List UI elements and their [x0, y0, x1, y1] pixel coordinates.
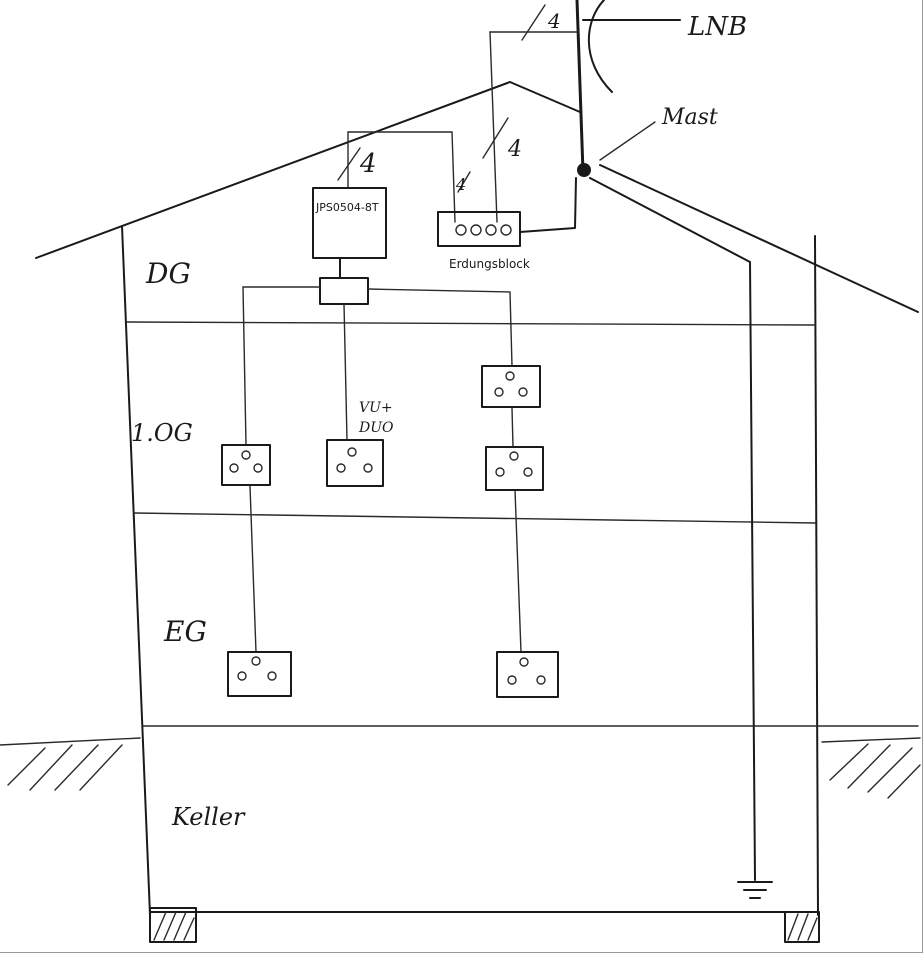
walls [121, 225, 819, 916]
ground-hatch-left [0, 737, 141, 791]
left-wall [121, 225, 151, 916]
floor-label-eg: EG [163, 615, 207, 648]
roof [35, 81, 919, 313]
roof-right-slope [599, 164, 919, 313]
socket-1og-receiver [326, 439, 384, 487]
mast-clamp [577, 163, 591, 177]
floor-line-1og [134, 512, 816, 524]
multiswitch-label: JPS0504-8T [315, 201, 379, 214]
line-to-right-socket [367, 288, 513, 367]
ground-wire-diagonal [589, 177, 751, 263]
right-wall [814, 235, 819, 916]
dish [587, 0, 613, 93]
cable-count-grounding: 4 [507, 137, 522, 162]
lnb-cables [337, 4, 578, 233]
floor-label-1og: 1.OG [131, 419, 193, 447]
mast-pole [575, 0, 585, 174]
grounding-block [437, 211, 521, 247]
roof-right-slope-upper [509, 81, 581, 113]
floor-label-basement: Keller [171, 803, 246, 831]
line-left-to-eg [249, 485, 257, 653]
grounding-block-label: Erdungsblock [449, 257, 530, 271]
lnb-cable-down [489, 31, 498, 223]
mast-label: Mast [661, 105, 718, 130]
cable-tick-1 [521, 4, 546, 41]
floor-line-dg [126, 321, 816, 326]
ground-wire-vertical [749, 261, 756, 881]
earth-symbol [737, 881, 773, 899]
socket-eg-left [227, 651, 292, 697]
grounding-block-box [437, 211, 521, 247]
receiver-label-line2: DUO [358, 420, 394, 436]
foundation-left [149, 907, 197, 943]
line-right-chain [511, 407, 514, 448]
line-to-receiver [343, 303, 348, 441]
cable-tick-3 [337, 147, 361, 181]
socket-1og-left [221, 444, 271, 486]
foundation-right [784, 911, 820, 943]
cable-tick-4 [457, 171, 471, 193]
floor-label-dg: DG [145, 257, 191, 290]
ground-hatch-right [821, 737, 921, 799]
socket-1og-right [485, 446, 544, 491]
roof-left-slope [35, 81, 511, 259]
cable-count-multiswitch: 4 [359, 149, 377, 179]
cable-count-lnb: 4 [547, 9, 561, 33]
receiver-label-line1: VU+ [359, 400, 393, 416]
mast-pointer [599, 121, 656, 161]
cable-tick-2 [482, 117, 509, 159]
socket-eg-right [496, 651, 559, 698]
line-to-left-socket [242, 286, 321, 446]
lnb-label: LNB [687, 12, 747, 42]
line-right-to-eg [514, 489, 522, 653]
antenna-mast [575, 0, 773, 899]
ground-bond-wire [519, 177, 577, 233]
floor-separators [126, 321, 919, 727]
multiswitch-box [312, 187, 387, 259]
switch-cable-right [451, 131, 456, 223]
splitter-box [319, 277, 369, 305]
distribution-lines [242, 286, 522, 653]
socket-dg-right [481, 365, 541, 408]
cable-count-splitter: 4 [455, 175, 466, 194]
